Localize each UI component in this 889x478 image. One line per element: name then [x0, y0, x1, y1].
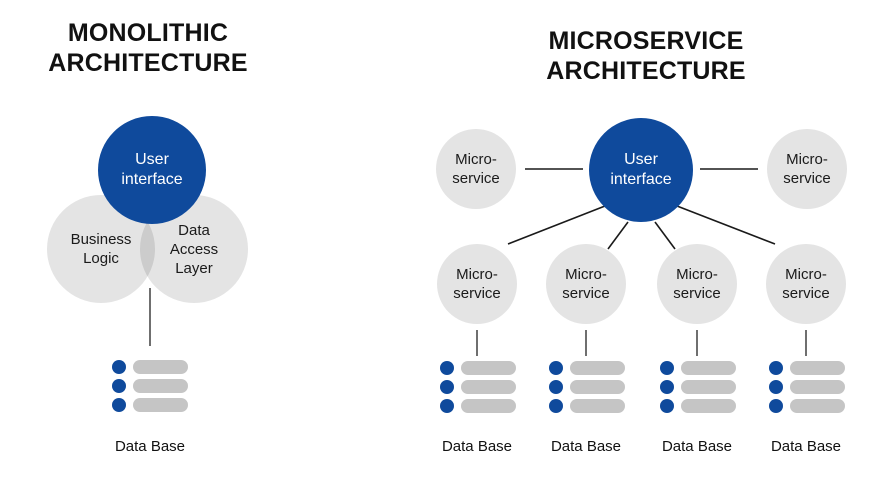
database-caption-monolithic: Data Base — [114, 438, 186, 455]
database-row — [440, 399, 516, 413]
circle-microservice-label: Micro- service — [782, 266, 830, 302]
database-bar-icon — [681, 399, 736, 413]
connector-hub-to-microservice-4 — [676, 205, 776, 245]
database-row — [549, 380, 625, 394]
circle-business-logic-label: Business Logic — [70, 231, 132, 267]
database-icon-microservice-1 — [440, 361, 516, 413]
database-dot-icon — [769, 380, 783, 394]
database-caption-microservice-3: Data Base — [661, 438, 733, 455]
database-caption-microservice-4: Data Base — [770, 438, 842, 455]
circle-microservice-label: Micro- service — [783, 151, 831, 187]
database-caption-microservice-1: Data Base — [441, 438, 513, 455]
circle-microservice-label: Micro- service — [673, 266, 721, 302]
database-bar-icon — [461, 361, 516, 375]
database-row — [769, 399, 845, 413]
database-row — [440, 380, 516, 394]
circle-user-interface-microservice: User interface — [589, 118, 693, 222]
database-row — [769, 380, 845, 394]
circle-user-interface-monolithic: User interface — [98, 116, 206, 224]
database-bar-icon — [681, 361, 736, 375]
database-bar-icon — [681, 380, 736, 394]
circle-microservice-4: Micro- service — [766, 244, 846, 324]
database-row — [112, 398, 188, 412]
circle-data-access-layer-label: Data Access Layer — [169, 221, 219, 277]
database-row — [660, 361, 736, 375]
connector-microservice-2-to-database — [585, 330, 587, 356]
database-bar-icon — [790, 380, 845, 394]
database-icon-microservice-3 — [660, 361, 736, 413]
database-dot-icon — [440, 399, 454, 413]
circle-microservice-label: Micro- service — [453, 266, 501, 302]
connector-hub-to-microservice-2 — [607, 221, 629, 250]
database-bar-icon — [570, 380, 625, 394]
database-dot-icon — [440, 361, 454, 375]
database-row — [440, 361, 516, 375]
circle-microservice-1: Micro- service — [437, 244, 517, 324]
circle-microservice-right: Micro- service — [767, 129, 847, 209]
database-dot-icon — [769, 399, 783, 413]
connector-microservice-3-to-database — [696, 330, 698, 356]
database-dot-icon — [112, 360, 126, 374]
database-bar-icon — [133, 398, 188, 412]
database-bar-icon — [133, 360, 188, 374]
database-dot-icon — [660, 380, 674, 394]
circle-user-interface-label: User interface — [610, 151, 672, 188]
circle-business-logic: Business Logic — [47, 195, 155, 303]
database-bar-icon — [133, 379, 188, 393]
database-row — [660, 399, 736, 413]
database-row — [549, 361, 625, 375]
database-row — [769, 361, 845, 375]
database-bar-icon — [790, 361, 845, 375]
circle-microservice-left: Micro- service — [436, 129, 516, 209]
database-row — [112, 379, 188, 393]
circle-user-interface-label: User interface — [121, 151, 183, 188]
database-icon-microservice-2 — [549, 361, 625, 413]
circle-microservice-3: Micro- service — [657, 244, 737, 324]
connector-monolith-to-database — [149, 288, 151, 346]
database-bar-icon — [461, 380, 516, 394]
database-bar-icon — [570, 361, 625, 375]
circle-microservice-label: Micro- service — [562, 266, 610, 302]
circle-microservice-2: Micro- service — [546, 244, 626, 324]
circle-microservice-label: Micro- service — [452, 151, 500, 187]
database-row — [660, 380, 736, 394]
database-dot-icon — [549, 380, 563, 394]
database-icon-monolithic — [112, 360, 188, 412]
database-dot-icon — [549, 361, 563, 375]
database-bar-icon — [461, 399, 516, 413]
database-dot-icon — [440, 380, 454, 394]
monolithic-architecture-title: MONOLITHIC ARCHITECTURE — [48, 19, 248, 77]
database-dot-icon — [660, 361, 674, 375]
database-dot-icon — [660, 399, 674, 413]
connector-hub-to-microservice-1 — [507, 205, 606, 245]
database-dot-icon — [112, 398, 126, 412]
database-dot-icon — [769, 361, 783, 375]
database-caption-microservice-2: Data Base — [550, 438, 622, 455]
database-row — [112, 360, 188, 374]
connector-microservice-4-to-database — [805, 330, 807, 356]
connector-hub-to-microservice-3 — [654, 221, 676, 250]
database-icon-microservice-4 — [769, 361, 845, 413]
connector-microservice-1-to-database — [476, 330, 478, 356]
database-row — [549, 399, 625, 413]
database-bar-icon — [790, 399, 845, 413]
database-dot-icon — [112, 379, 126, 393]
microservice-architecture-title: MICROSERVICE ARCHITECTURE — [546, 27, 746, 85]
database-bar-icon — [570, 399, 625, 413]
database-dot-icon — [549, 399, 563, 413]
